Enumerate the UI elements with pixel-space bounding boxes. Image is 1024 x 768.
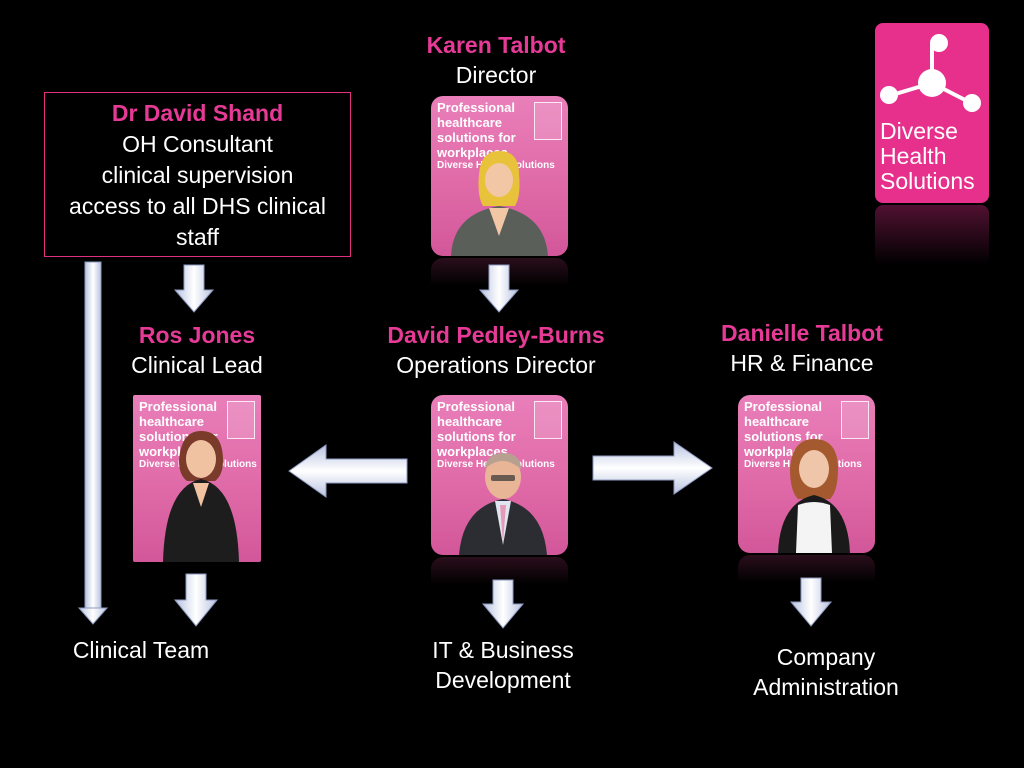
advisor-line-2: clinical supervision [101,162,294,188]
advisor-to-clinical-lead-arrow [173,264,215,313]
person-silhouette-icon [451,151,548,256]
dhs-logo: Diverse Health Solutions [875,23,989,203]
it-team-line-1: IT & Business [432,637,574,663]
hr-role: HR & Finance [730,350,874,376]
admin-team-label: Company Administration [716,642,936,702]
logo-line-3: Solutions [880,168,975,194]
advisor-name: Dr David Shand [111,100,284,126]
person-silhouette-icon [163,431,239,562]
person-silhouette-icon [459,453,547,555]
director-photo: Professional healthcare solutions for wo… [431,96,568,256]
operations-label: David Pedley-Burns Operations Director [356,320,636,380]
logo-line-1: Diverse [880,118,958,144]
person-silhouette-icon [778,439,850,553]
operations-role: Operations Director [396,352,596,378]
photo-logo-icon [534,102,562,140]
hr-photo: Professional healthcare solutions for wo… [738,395,875,553]
it-team-line-2: Development [435,667,571,693]
advisor-box: Dr David Shand OH Consultant clinical su… [44,92,351,257]
director-name: Karen Talbot [426,32,566,58]
operations-to-it-arrow [481,579,525,629]
clinical-lead-photo: Professional healthcare solutions for wo… [133,395,261,562]
advisor-line-1: OH Consultant [122,131,273,157]
operations-to-hr-arrow [592,441,713,495]
clinical-lead-to-team-arrow [173,573,219,627]
photo-logo-icon [534,401,562,439]
molecule-icon [880,34,981,112]
it-team-label: IT & Business Development [393,635,613,695]
hr-name: Danielle Talbot [721,320,883,346]
advisor-to-clinical-team-arrow [77,261,109,625]
operations-to-clinical-lead-arrow [288,444,408,498]
admin-team-line-1: Company [776,644,876,670]
logo-text: Diverse Health Solutions [880,119,975,194]
advisor-line-4: staff [175,224,220,250]
director-label: Karen Talbot Director [386,30,606,90]
clinical-lead-name: Ros Jones [138,322,256,348]
clinical-lead-label: Ros Jones Clinical Lead [97,320,297,380]
hr-label: Danielle Talbot HR & Finance [692,318,912,378]
director-role: Director [455,62,537,88]
logo-line-2: Health [880,143,947,169]
photo-logo-icon [841,401,869,439]
director-to-operations-arrow [478,264,520,313]
admin-team-line-2: Administration [753,674,899,700]
hr-to-admin-arrow [789,577,833,627]
clinical-team-label: Clinical Team [72,637,210,663]
clinical-lead-role: Clinical Lead [131,352,263,378]
operations-name: David Pedley-Burns [387,322,605,348]
advisor-line-3: access to all DHS clinical [69,193,326,219]
photo-logo-icon [227,401,255,439]
operations-photo: Professional healthcare solutions for wo… [431,395,568,555]
